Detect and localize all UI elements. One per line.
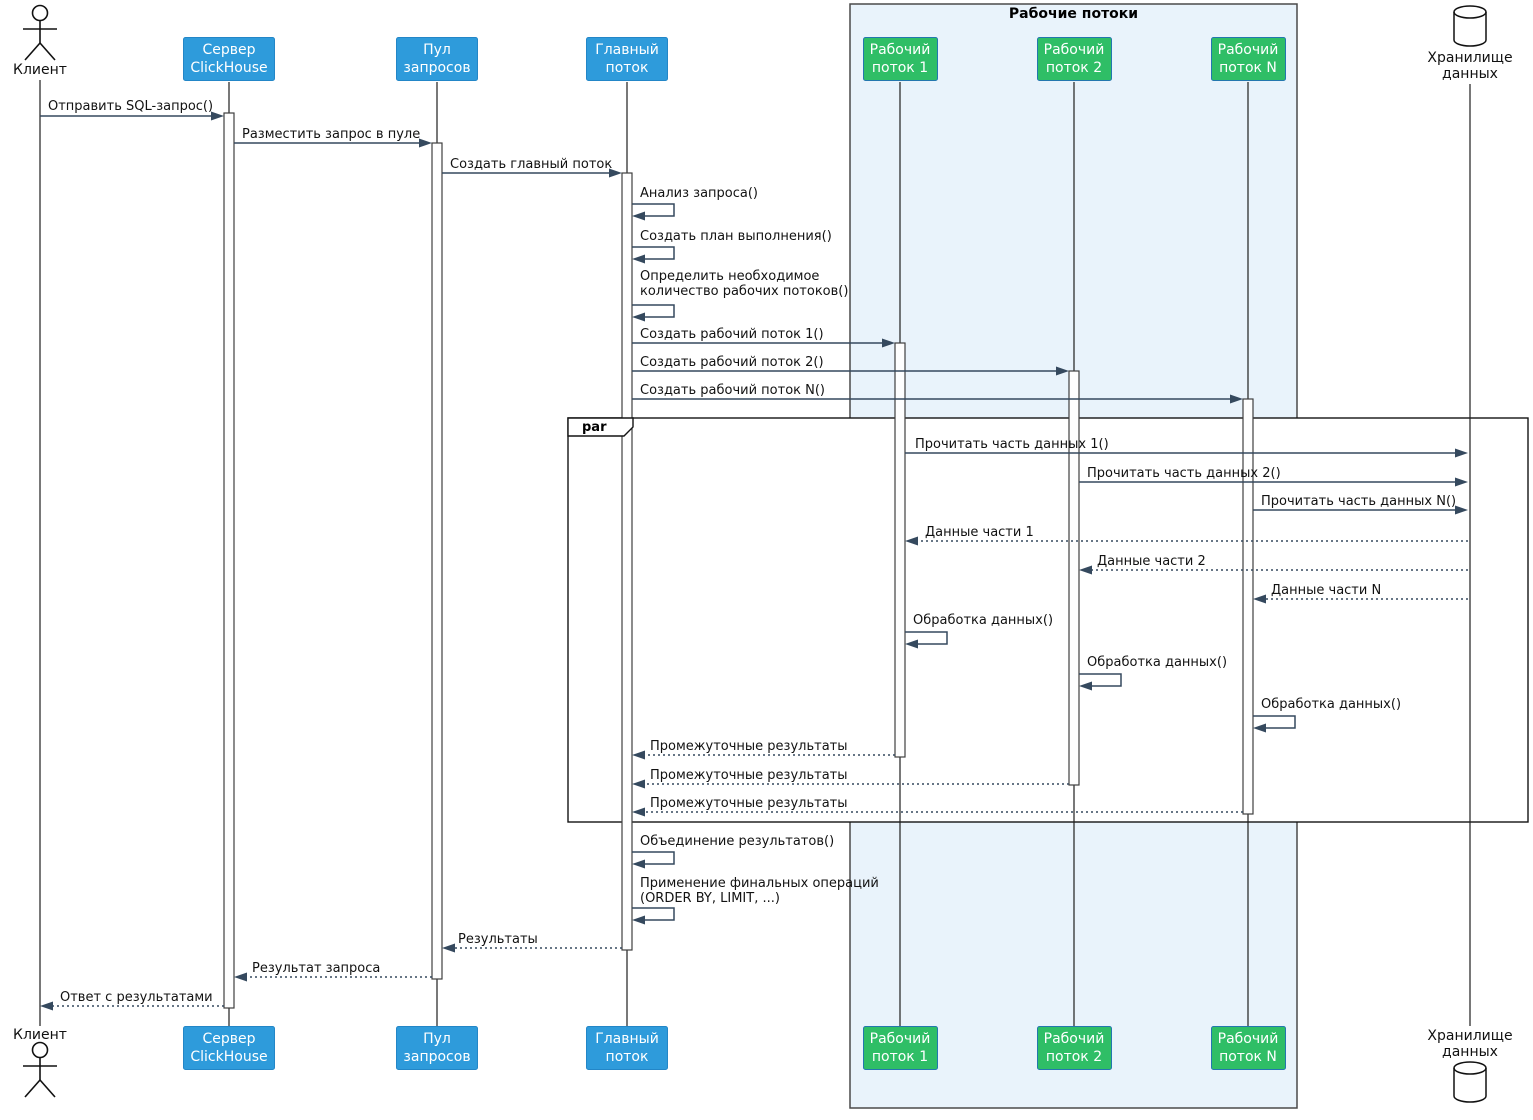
self-message-arrow <box>632 246 675 260</box>
arrowhead-icon <box>632 312 645 322</box>
arrowhead-icon <box>905 639 918 649</box>
arrowhead-icon <box>1253 594 1266 604</box>
self-message-label: Применение финальных операций (ORDER BY,… <box>640 876 879 906</box>
self-message-label: Обработка данных() <box>1261 697 1402 712</box>
participant-main-top: Главный поток <box>586 37 668 81</box>
message-label: Создать рабочий поток N() <box>640 383 825 398</box>
participant-pool-top: Пул запросов <box>396 37 478 81</box>
self-message-label: Определить необходимое количество рабочи… <box>640 269 849 299</box>
actor-icon <box>23 1041 57 1098</box>
arrowhead-icon <box>1455 477 1468 487</box>
arrowhead-icon <box>1455 448 1468 458</box>
participant-worker2-top: Рабочий поток 2 <box>1036 37 1112 81</box>
message-label: Создать рабочий поток 1() <box>640 327 824 342</box>
message-label: Прочитать часть данных 1() <box>915 437 1109 452</box>
activation-bar <box>621 172 633 951</box>
participant-worker1-top: Рабочий поток 1 <box>862 37 938 81</box>
self-message-arrow <box>632 907 675 921</box>
self-message-arrow <box>1253 715 1296 729</box>
database-label-storage-top: Хранилище данных <box>1427 50 1513 82</box>
message-label: Отправить SQL-запрос() <box>48 99 214 114</box>
database-icon <box>1453 1061 1487 1103</box>
self-message-label: Объединение результатов() <box>640 834 835 849</box>
self-message-label: Обработка данных() <box>1087 655 1228 670</box>
activation-bar <box>1242 398 1254 815</box>
database-icon <box>1453 5 1487 47</box>
self-message-arrow <box>905 631 948 645</box>
message-label: Промежуточные результаты <box>650 768 848 783</box>
database-label-storage-bottom: Хранилище данных <box>1427 1028 1513 1060</box>
message-label: Результаты <box>458 932 538 947</box>
self-message-label: Анализ запроса() <box>640 186 759 201</box>
group-title: Рабочие потоки <box>1008 6 1139 22</box>
arrowhead-icon <box>632 779 645 789</box>
actor-label-client-top: Клиент <box>13 62 67 78</box>
message-label: Создать главный поток <box>450 157 613 172</box>
arrowhead-icon <box>632 915 645 925</box>
participant-main-bottom: Главный поток <box>586 1026 668 1070</box>
actor-icon <box>23 4 57 61</box>
self-message-arrow <box>632 304 675 318</box>
activation-bar <box>223 112 235 1009</box>
arrowhead-icon <box>632 807 645 817</box>
participant-workerN-bottom: Рабочий поток N <box>1210 1026 1286 1070</box>
arrowhead-icon <box>632 859 645 869</box>
par-frame-label: par <box>582 420 607 435</box>
arrowhead-icon <box>211 111 224 121</box>
arrowhead-icon <box>1056 366 1069 376</box>
actor-label-client-bottom: Клиент <box>13 1027 67 1043</box>
arrowhead-icon <box>442 943 455 953</box>
arrowhead-icon <box>905 536 918 546</box>
arrowhead-icon <box>1230 394 1243 404</box>
message-label: Создать рабочий поток 2() <box>640 355 824 370</box>
message-label: Промежуточные результаты <box>650 796 848 811</box>
participant-server-bottom: Сервер ClickHouse <box>183 1026 275 1070</box>
arrowhead-icon <box>1079 565 1092 575</box>
message-label: Данные части N <box>1271 583 1382 598</box>
self-message-arrow <box>1079 673 1122 687</box>
participant-worker2-bottom: Рабочий поток 2 <box>1036 1026 1112 1070</box>
message-label: Промежуточные результаты <box>650 739 848 754</box>
arrowhead-icon <box>1253 723 1266 733</box>
arrowhead-icon <box>632 750 645 760</box>
message-label: Разместить запрос в пуле <box>242 127 421 142</box>
arrowhead-icon <box>632 211 645 221</box>
arrowhead-icon <box>234 972 247 982</box>
participant-server-top: Сервер ClickHouse <box>183 37 275 81</box>
activation-bar <box>894 342 906 758</box>
arrowhead-icon <box>609 168 622 178</box>
message-label: Прочитать часть данных 2() <box>1087 466 1281 481</box>
participant-workerN-top: Рабочий поток N <box>1210 37 1286 81</box>
arrowhead-icon <box>1079 681 1092 691</box>
message-label: Результат запроса <box>252 961 381 976</box>
arrowhead-icon <box>419 138 432 148</box>
arrowhead-icon <box>632 254 645 264</box>
self-message-arrow <box>632 851 675 865</box>
self-message-label: Создать план выполнения() <box>640 229 832 244</box>
arrowhead-icon <box>40 1001 53 1011</box>
message-label: Прочитать часть данных N() <box>1261 494 1457 509</box>
message-label: Ответ с результатами <box>60 990 213 1005</box>
arrowhead-icon <box>1455 505 1468 515</box>
self-message-arrow <box>632 203 675 217</box>
participant-worker1-bottom: Рабочий поток 1 <box>862 1026 938 1070</box>
self-message-label: Обработка данных() <box>913 613 1054 628</box>
activation-bar <box>431 142 443 980</box>
message-label: Данные части 1 <box>925 525 1034 540</box>
activation-bar <box>1068 370 1080 786</box>
arrowhead-icon <box>882 338 895 348</box>
par-frame-label-tab <box>567 417 634 437</box>
participant-pool-bottom: Пул запросов <box>396 1026 478 1070</box>
message-label: Данные части 2 <box>1097 554 1206 569</box>
